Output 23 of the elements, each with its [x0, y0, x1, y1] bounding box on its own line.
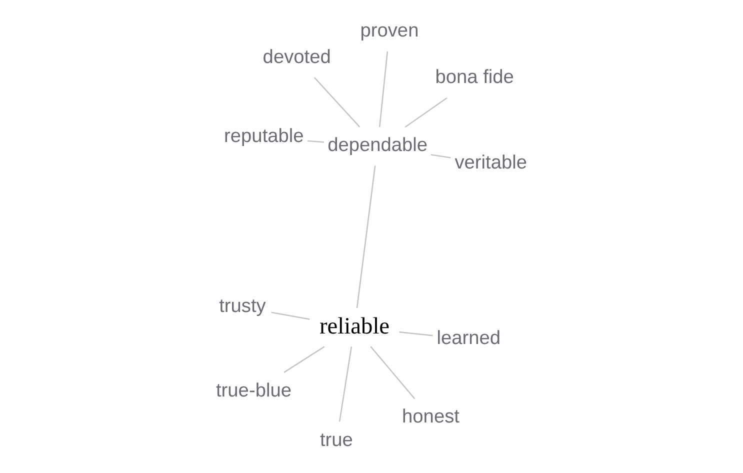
connector — [370, 346, 416, 400]
node-text: learned — [436, 328, 501, 350]
node-text: veritable — [454, 152, 527, 174]
node-text: bona fide — [435, 67, 514, 88]
node-text: devoted — [262, 47, 331, 68]
connector — [338, 346, 352, 422]
connector — [271, 312, 310, 320]
connector — [284, 346, 325, 373]
node-text: true — [320, 430, 353, 451]
node-text: reputable — [224, 126, 304, 148]
connector — [308, 140, 324, 143]
connector — [430, 154, 451, 158]
node-text: honest — [402, 406, 460, 428]
connector — [404, 97, 448, 128]
node-text: trusty — [219, 296, 266, 317]
connector — [356, 166, 376, 308]
connector — [399, 331, 433, 336]
connector — [378, 51, 388, 128]
node-text: reliable — [319, 313, 390, 340]
node-text: true-blue — [216, 380, 292, 402]
node-text: proven — [360, 20, 419, 42]
node-text: dependable — [328, 135, 428, 156]
connector — [314, 77, 360, 128]
